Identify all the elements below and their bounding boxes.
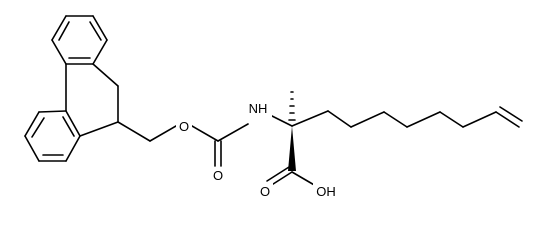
bond xyxy=(291,171,317,187)
bond xyxy=(65,135,81,162)
hydroxyl-label: OH xyxy=(316,184,336,199)
amide-nitrogen-label: NH xyxy=(249,101,268,116)
bond xyxy=(291,110,329,127)
bond xyxy=(217,123,249,142)
alpha-carbon-group xyxy=(266,91,317,187)
bond-double-inner xyxy=(89,21,102,41)
bond-double xyxy=(269,171,293,187)
bond xyxy=(38,110,67,113)
bond xyxy=(24,135,40,162)
bond xyxy=(65,110,81,137)
alkenyl-chain xyxy=(291,106,523,128)
bond-double-inner xyxy=(58,21,70,41)
carboxyl-wedge xyxy=(288,126,296,171)
methyl-hashed-wedge xyxy=(288,91,296,121)
bond-double xyxy=(266,166,290,182)
molecule-diagram: O O NH O OH xyxy=(24,15,523,199)
fluorene-left-ring xyxy=(24,110,81,162)
fluorene-top-ring xyxy=(51,15,108,65)
bond xyxy=(92,15,108,41)
carbonyl-oxygen-label: O xyxy=(213,168,223,183)
bond-double xyxy=(495,111,520,128)
bond xyxy=(462,111,497,128)
fluorene-five-ring xyxy=(65,63,119,137)
bond xyxy=(92,39,108,65)
bond xyxy=(149,125,177,142)
bond-double-inner xyxy=(62,116,75,137)
bond xyxy=(24,111,40,137)
bond xyxy=(92,63,119,87)
bond-double-inner xyxy=(31,117,45,138)
bond xyxy=(117,121,151,142)
bond xyxy=(191,125,219,142)
bond xyxy=(439,111,464,128)
acid-carbonyl-oxygen-label: O xyxy=(260,184,270,199)
bond xyxy=(51,15,67,41)
bond xyxy=(79,121,119,137)
structure-canvas: O O NH O OH xyxy=(24,15,523,199)
bond xyxy=(350,111,385,128)
atom-labels: O O NH O OH xyxy=(176,101,339,199)
ether-oxygen-label: O xyxy=(179,119,189,134)
bond xyxy=(406,111,441,128)
bond xyxy=(327,110,352,128)
bond xyxy=(51,39,67,65)
bond xyxy=(383,111,408,128)
bond-double xyxy=(499,106,523,122)
fmoc-linker xyxy=(117,113,293,167)
